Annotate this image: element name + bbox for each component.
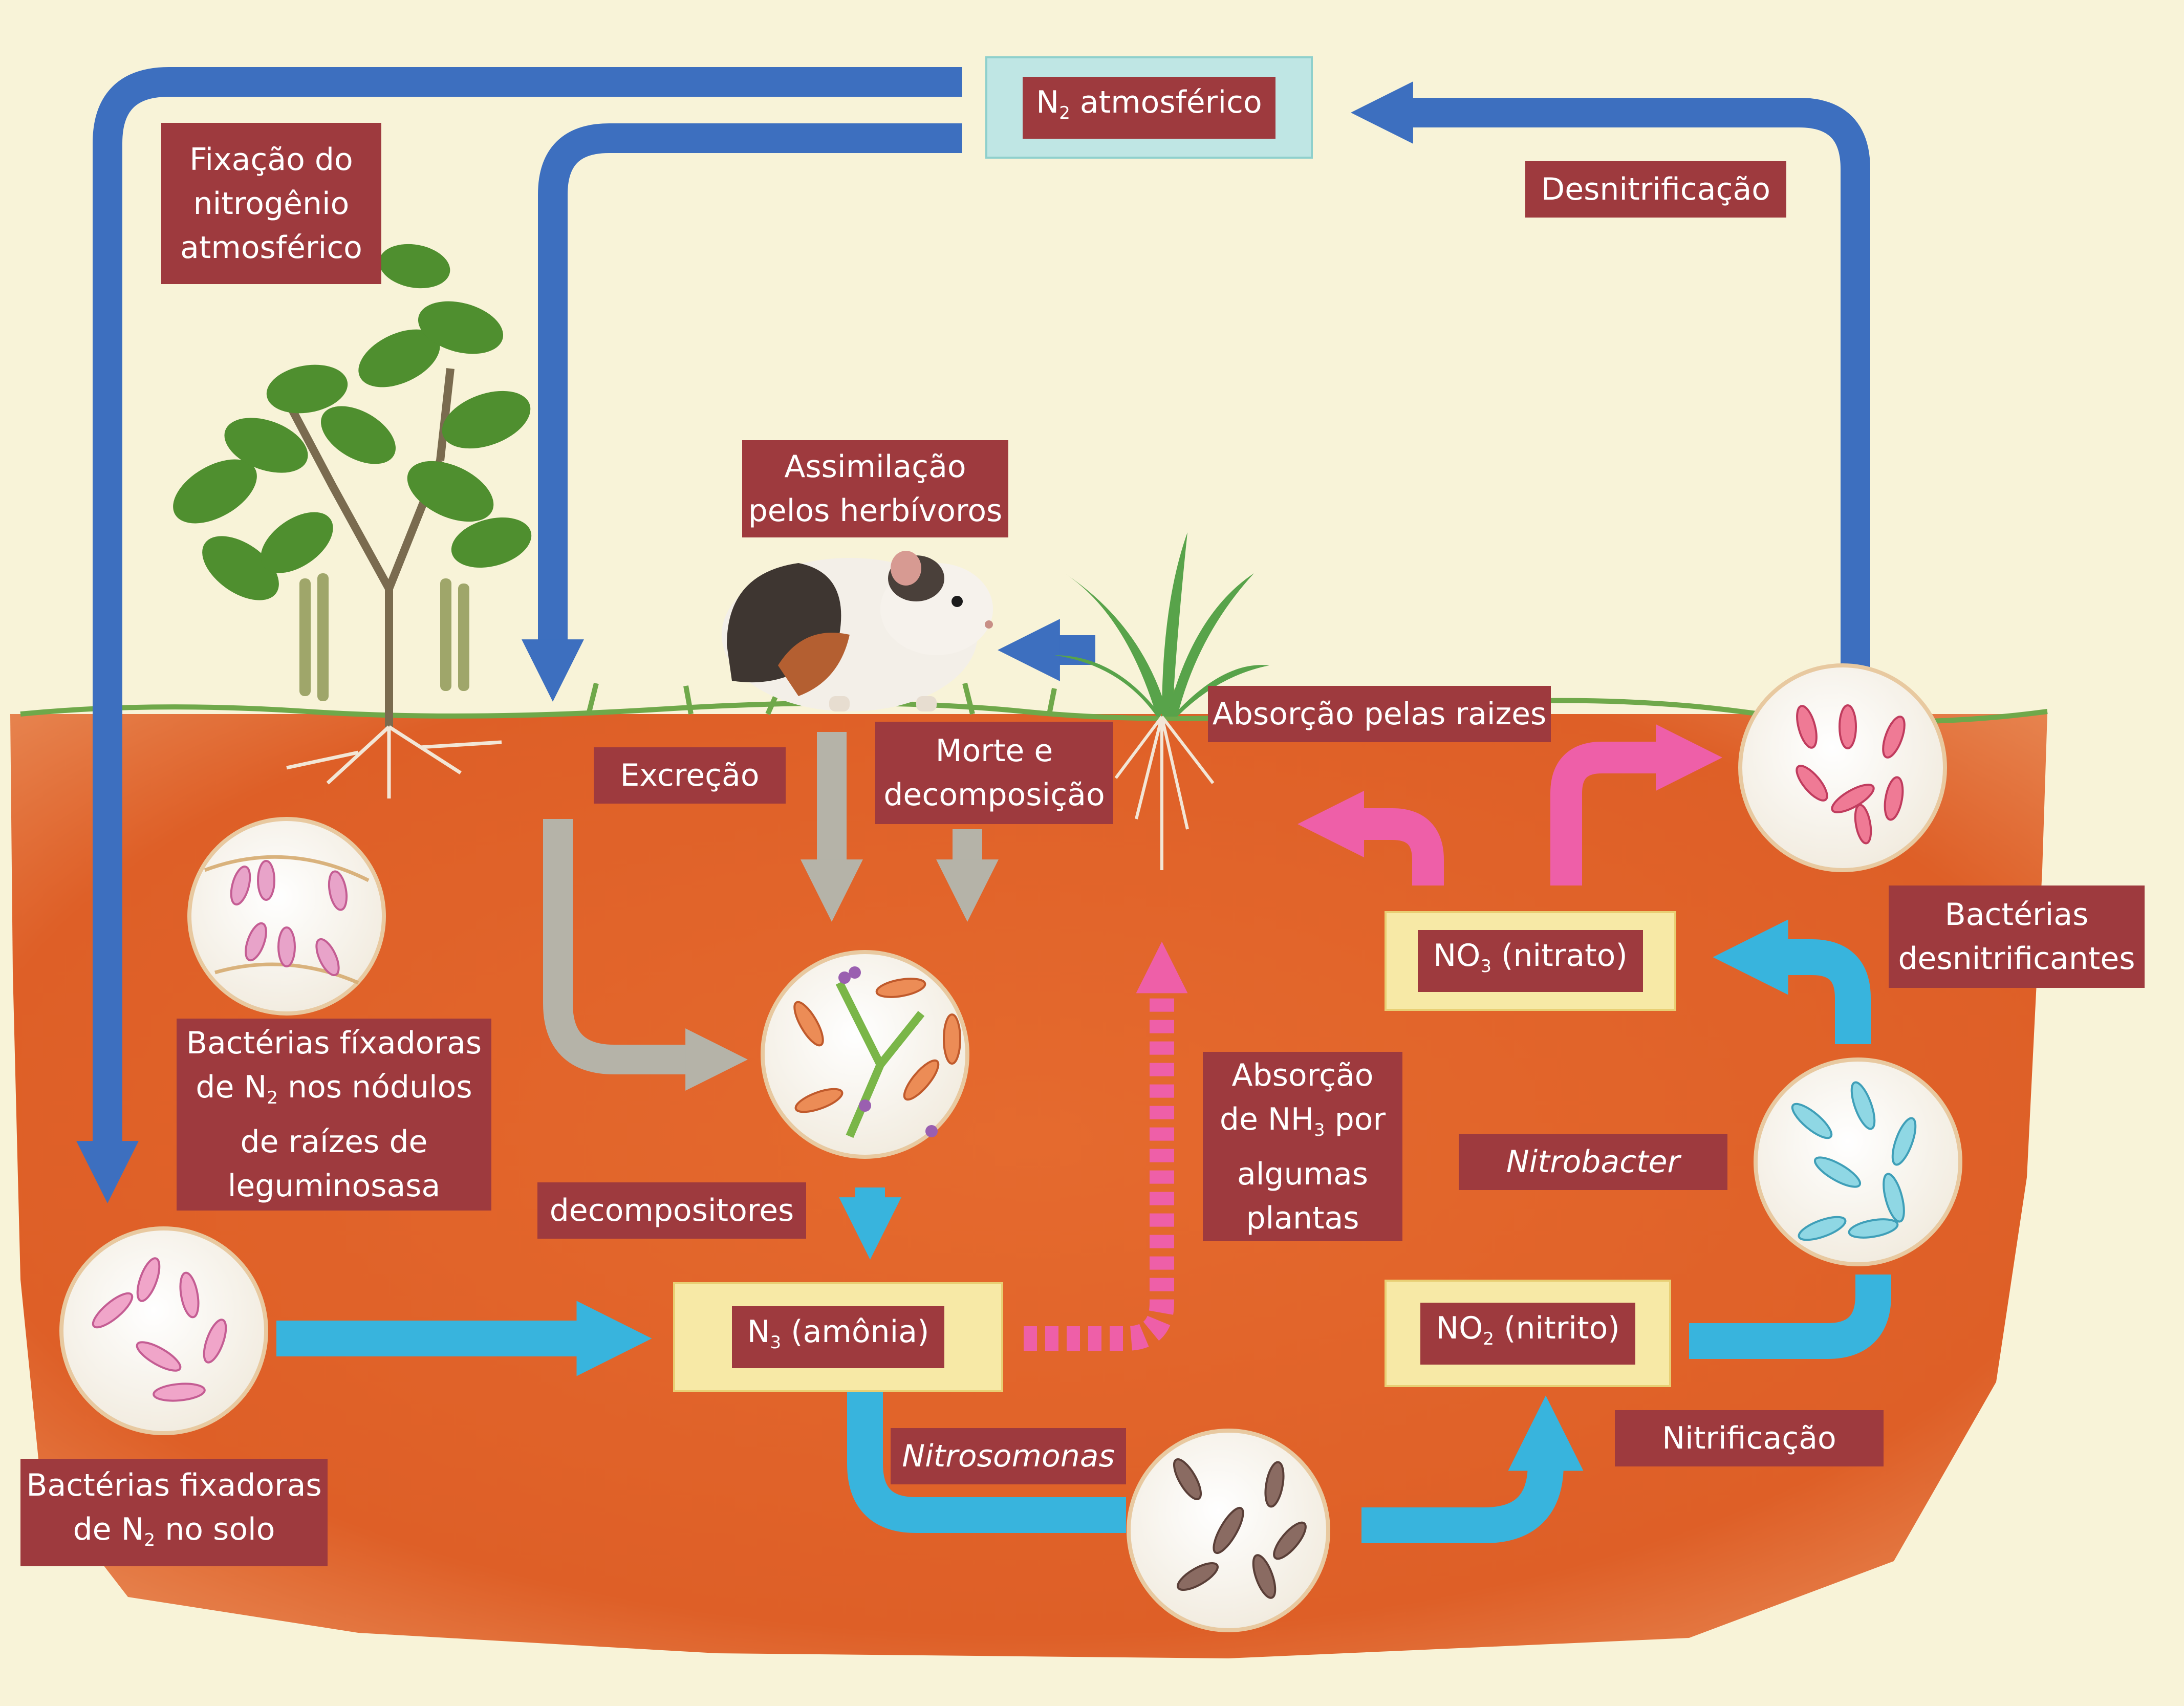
nitrate-box: NO3 (nitrato) (1385, 911, 1676, 1011)
nitrate-to-plant-arrow (1297, 790, 1444, 886)
herbivore-assimilation-label: Assimilação pelos herbívoros (742, 440, 1008, 537)
soil-bacteria-label: Bactérias fixadoras de N2 no solo (20, 1459, 328, 1566)
n2-atmospheric-box: N2 atmosférico (985, 56, 1313, 159)
nitrosomonas-circle (1127, 1429, 1330, 1632)
nitrate-to-denitrifying-arrow (1550, 724, 1723, 886)
denitrification-label: Desnitrificação (1525, 161, 1786, 218)
decomposers-circle (761, 950, 969, 1159)
nitrosomonas-to-nitrite-arrow (1361, 1395, 1584, 1543)
decomposers-label: decompositores (537, 1182, 806, 1239)
nitrate-label: NO3 (nitrato) (1418, 930, 1643, 992)
nitrite-to-nitrobacter-arrow (1689, 1275, 1891, 1359)
soil-fixing-bacteria-circle (59, 1226, 268, 1435)
root-absorption-label: Absorção pelas raizes (1208, 686, 1551, 742)
nitrosomonas-label: Nitrosomonas (891, 1428, 1126, 1484)
fixation-label: Fixação do nitrogênio atmosférico (161, 123, 381, 284)
denitrification-arrow (1351, 81, 1870, 671)
nitrite-box: NO2 (nitrito) (1385, 1280, 1671, 1387)
grass-plant (1054, 532, 1269, 870)
ammonia-label: N3 (amônia) (731, 1306, 945, 1368)
guinea-pig (722, 551, 993, 711)
atmosphere-to-soil-arrow (522, 123, 962, 702)
ammonia-absorption-arrow (1024, 941, 1188, 1351)
denitrifying-bacteria-label: Bactérias desnitrificantes (1889, 886, 2145, 988)
nodule-bacteria-label: Bactérias fíxadoras de N2 nos nódulos de… (177, 1019, 491, 1211)
nitrification-label: Nitrificação (1615, 1410, 1884, 1466)
death-decomposition-label: Morte e decomposição (875, 722, 1113, 824)
excretion-arrow (543, 819, 748, 1091)
nh3-absorption-label: Absorção de NH3 por algumas plantas (1203, 1052, 1402, 1241)
fixation-arrow (76, 67, 962, 1203)
root-nodule-bacteria-circle (187, 817, 386, 1016)
denitrifying-bacteria-circle (1738, 663, 1947, 872)
legume-plant (173, 244, 532, 798)
n2-atmospheric-label: N2 atmosférico (1023, 76, 1275, 139)
ammonia-to-nitrosomonas-arrow (847, 1392, 1126, 1533)
ammonia-box: N3 (amônia) (673, 1282, 1003, 1392)
nitrobacter-to-nitrate-arrow (1713, 919, 1871, 1044)
nitrobacter-circle (1754, 1057, 1962, 1266)
nitrobacter-label: Nitrobacter (1459, 1134, 1727, 1190)
nitrite-label: NO2 (nitrito) (1420, 1302, 1635, 1365)
excretion-label: Excreção (594, 747, 786, 804)
